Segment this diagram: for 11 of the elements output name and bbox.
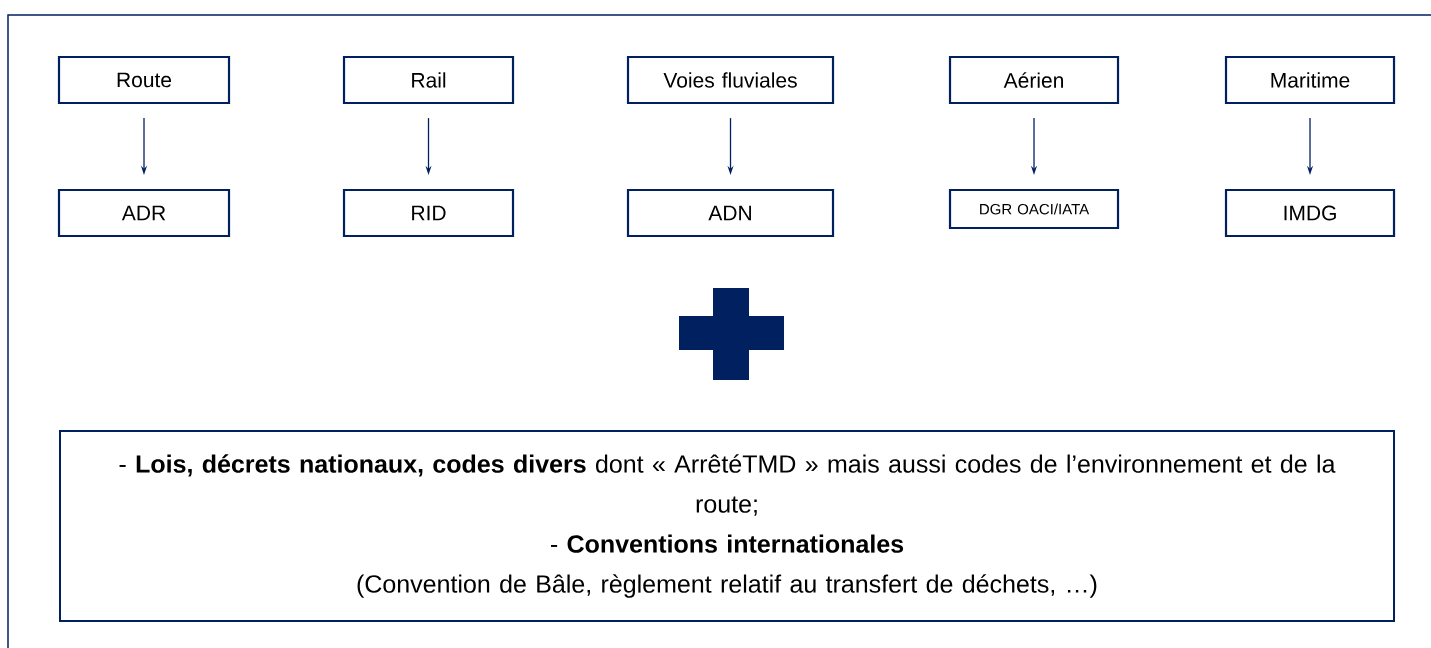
mode-box: Route xyxy=(57,55,231,105)
regulation-box: RID xyxy=(342,188,515,238)
mode-box: Aérien xyxy=(948,55,1120,105)
regulation-box: IMDG xyxy=(1224,188,1396,238)
text-box: - Lois, décrets nationaux, codes divers dont « ArrêtéTMD » mais aussi codes de l’environnement et de la route; - Conventions internationales (Convention de Bâle, règlement relatif au transfert de déchets, …) xyxy=(59,430,1395,622)
regulation-box: DGR OACI/IATA xyxy=(948,188,1120,230)
mode-box: Rail xyxy=(342,55,515,105)
regulation-box: ADN xyxy=(626,188,835,238)
mode-box: Voies fluviales xyxy=(626,55,835,105)
mode-box: Maritime xyxy=(1224,55,1396,105)
regulation-box: ADR xyxy=(57,188,231,238)
